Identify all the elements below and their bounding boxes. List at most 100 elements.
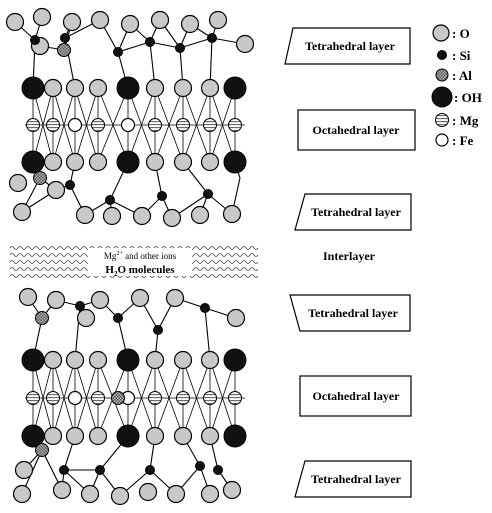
aluminum-atom bbox=[111, 391, 125, 405]
silicon-atom bbox=[30, 35, 40, 45]
oxygen-atom bbox=[200, 484, 220, 504]
oxygen-atom bbox=[65, 426, 85, 446]
oxygen-atom bbox=[102, 206, 122, 226]
label-octahedral-bottom: Octahedral layer bbox=[299, 375, 412, 417]
oxygen-atom bbox=[120, 14, 140, 34]
silicon-atom bbox=[175, 43, 185, 53]
legend-aluminum: : Al bbox=[435, 68, 472, 83]
oxygen-atom bbox=[150, 10, 170, 30]
oxygen-atom bbox=[43, 350, 63, 370]
oxygen-atom bbox=[88, 350, 108, 370]
iron-atom bbox=[67, 390, 83, 406]
magnesium-atom bbox=[203, 118, 217, 132]
bond-line bbox=[179, 37, 213, 49]
silicon-atom bbox=[60, 33, 70, 43]
oxygen-atom bbox=[226, 308, 246, 328]
oxygen-atom bbox=[222, 480, 242, 500]
interlayer-box: Mg2+ and other ions H2O molecules bbox=[8, 243, 260, 279]
oxygen-atom bbox=[145, 78, 165, 98]
oxygen-atom bbox=[62, 12, 82, 32]
oxygen-atom bbox=[76, 308, 96, 328]
oxygen-atom bbox=[88, 78, 108, 98]
magnesium-atom bbox=[148, 118, 162, 132]
hydroxyl-group bbox=[116, 424, 140, 448]
oxygen-atom bbox=[88, 152, 108, 172]
legend-silicon: : Si bbox=[437, 48, 471, 63]
oxygen-atom bbox=[46, 290, 66, 310]
oxygen-atom bbox=[173, 152, 193, 172]
silicon-atom bbox=[145, 37, 155, 47]
oxygen-atom bbox=[200, 152, 220, 172]
oxygen-atom bbox=[65, 152, 85, 172]
magnesium-atom bbox=[26, 118, 40, 132]
svg-text:: Mg: : Mg bbox=[452, 113, 479, 128]
aluminum-atom bbox=[57, 43, 71, 57]
hydroxyl-group bbox=[116, 348, 140, 372]
oxygen-atom bbox=[166, 484, 186, 504]
hydroxyl-group bbox=[223, 424, 247, 448]
oxygen-atom bbox=[12, 484, 32, 504]
svg-text:: O: : O bbox=[452, 26, 470, 41]
silicon-atom bbox=[59, 465, 69, 475]
aluminum-atom bbox=[33, 171, 47, 185]
silicon-atom bbox=[95, 465, 105, 475]
oxygen-atom bbox=[14, 460, 34, 480]
magnesium-atom bbox=[228, 391, 242, 405]
oxygen-atom bbox=[110, 486, 130, 506]
silicon-atom bbox=[113, 313, 123, 323]
legend: : O : Si : Al : OH : Mg : Fe bbox=[431, 24, 482, 148]
oxygen-atom bbox=[173, 350, 193, 370]
hydroxyl-group bbox=[21, 348, 45, 372]
silicon-atom bbox=[203, 189, 213, 199]
hydroxyl-group bbox=[116, 150, 140, 174]
hydroxyl-group bbox=[223, 76, 247, 100]
oxygen-atom bbox=[162, 208, 182, 228]
label-interlayer: Interlayer bbox=[323, 249, 376, 263]
oxygen-atom bbox=[208, 10, 228, 30]
oxygen-atom bbox=[12, 202, 32, 222]
atoms bbox=[5, 7, 255, 506]
oxygen-atom bbox=[132, 206, 152, 226]
iron-atom bbox=[120, 117, 136, 133]
oxygen-atom bbox=[88, 426, 108, 446]
hydroxyl-group bbox=[223, 150, 247, 174]
oxygen-atom bbox=[65, 350, 85, 370]
oxygen-atom bbox=[32, 7, 52, 27]
interlayer-ions-text: Mg2+ and other ions bbox=[104, 251, 177, 261]
oxygen-atom bbox=[130, 288, 150, 308]
magnesium-atom bbox=[46, 118, 60, 132]
label-octahedral-top: Octahedral layer bbox=[297, 109, 416, 151]
silicon-atom bbox=[207, 33, 217, 43]
svg-text:Tetrahedral layer: Tetrahedral layer bbox=[311, 205, 402, 219]
legend-oxygen: : O bbox=[432, 24, 470, 42]
oxygen-atom bbox=[8, 173, 28, 193]
silicon-atom bbox=[200, 303, 210, 313]
magnesium-atom bbox=[91, 118, 105, 132]
magnesium-atom bbox=[176, 118, 190, 132]
oxygen-atom bbox=[235, 34, 255, 54]
oxygen-atom bbox=[43, 78, 63, 98]
oxygen-atom bbox=[145, 350, 165, 370]
svg-text:: OH: : OH bbox=[454, 90, 482, 105]
oxygen-atom bbox=[165, 288, 185, 308]
bond-line bbox=[149, 41, 181, 49]
label-tetrahedral-bottom: Tetrahedral layer bbox=[294, 460, 412, 498]
aluminum-atom bbox=[35, 443, 49, 457]
oxygen-atom bbox=[200, 350, 220, 370]
layer-labels: Tetrahedral layer Octahedral layer Tetra… bbox=[284, 27, 416, 498]
silicon-atom bbox=[105, 195, 115, 205]
oxygen-atom bbox=[145, 426, 165, 446]
legend-iron: : Fe bbox=[435, 133, 474, 148]
svg-text:: Si: : Si bbox=[452, 48, 471, 63]
oxygen-atom bbox=[222, 204, 242, 224]
oxygen-atom bbox=[190, 205, 210, 225]
svg-text:: Al: : Al bbox=[452, 68, 472, 83]
silicon-atom bbox=[157, 191, 167, 201]
oxygen-atom bbox=[80, 484, 100, 504]
oxygen-atom bbox=[75, 205, 95, 225]
silicon-atom bbox=[153, 325, 163, 335]
oxygen-atom bbox=[52, 480, 72, 500]
label-tetrahedral-mid-upper: Tetrahedral layer bbox=[294, 193, 412, 231]
magnesium-atom bbox=[176, 391, 190, 405]
